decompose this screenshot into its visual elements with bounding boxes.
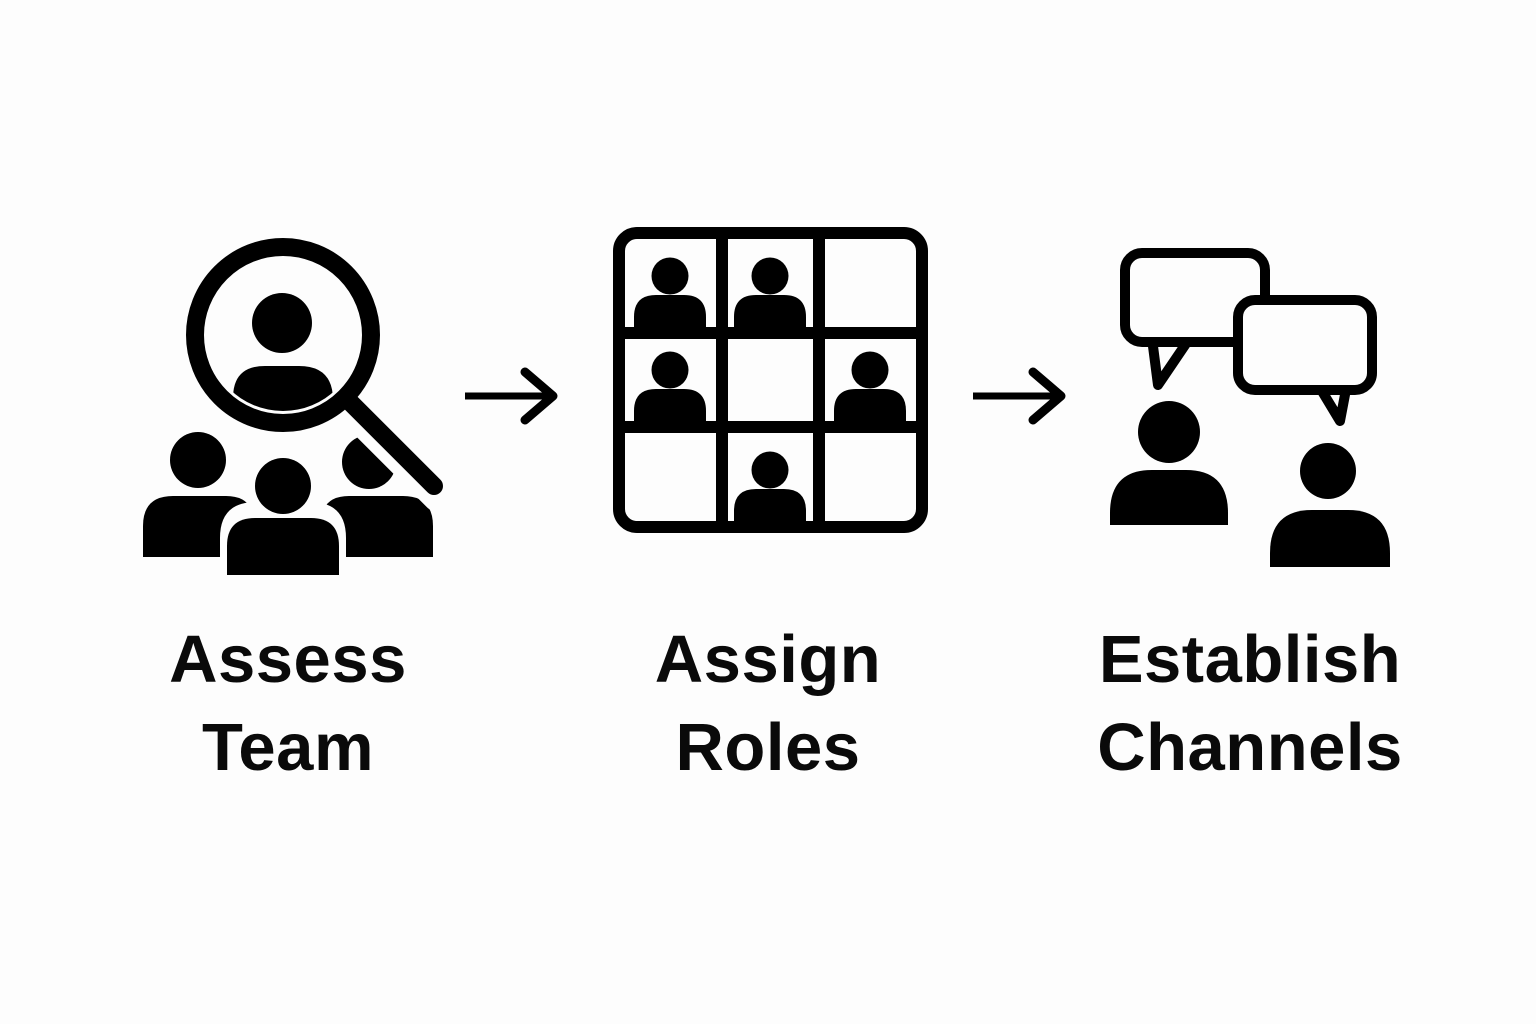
step-label-line: Assess [169, 622, 407, 697]
arrow-right-icon [459, 366, 569, 426]
step-label-line: Team [201, 710, 375, 785]
team-search-icon [133, 225, 443, 585]
video-grid-icon [608, 222, 938, 542]
step-label-assign-roles: Assign Roles [568, 616, 968, 792]
arrow-right-icon [967, 366, 1077, 426]
step-label-assess-team: Assess Team [88, 616, 488, 792]
step-label-line: Establish [1098, 622, 1402, 697]
step-label-line: Roles [675, 710, 861, 785]
step-label-line: Assign [654, 622, 882, 697]
step-label-line: Channels [1097, 710, 1403, 785]
chat-people-icon [1105, 245, 1415, 575]
step-label-establish-channels: Establish Channels [1050, 616, 1450, 792]
